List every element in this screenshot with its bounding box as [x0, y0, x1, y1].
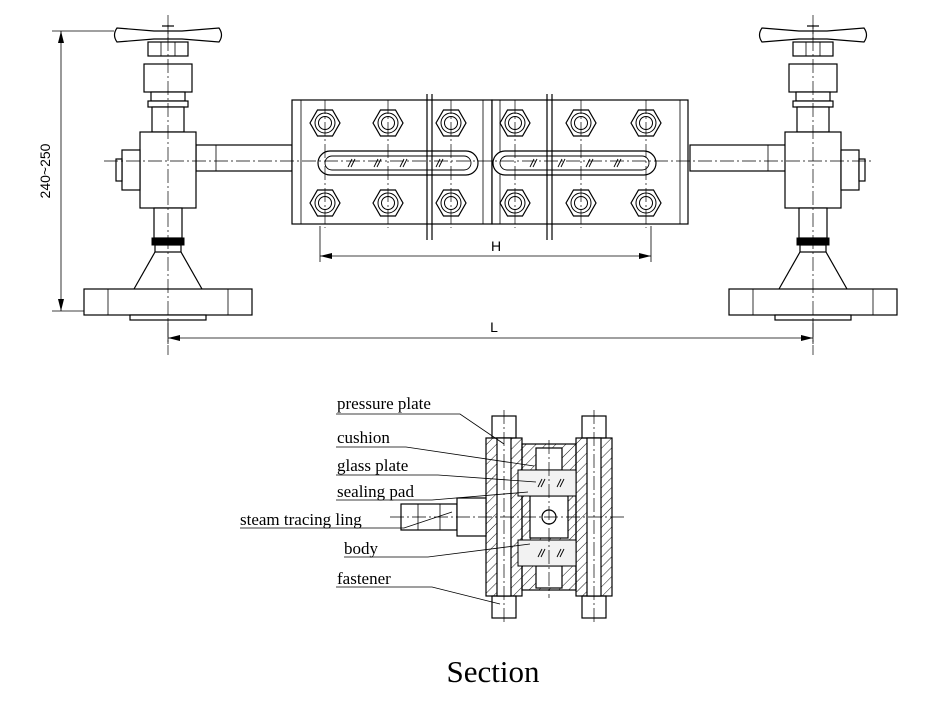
dimension-height: 240~250	[37, 30, 114, 312]
H-label: H	[491, 238, 501, 254]
label-steam-tracing: steam tracing ling	[240, 510, 362, 529]
dimension-L: L	[167, 319, 814, 344]
gauge-assembly	[83, 14, 898, 356]
dimension-H: H	[319, 226, 652, 262]
label-fastener: fastener	[337, 569, 391, 588]
L-label: L	[490, 319, 498, 335]
label-body: body	[344, 539, 379, 558]
glass-marks	[347, 158, 622, 168]
section-labels: pressure plate cushion glass plate seali…	[240, 394, 431, 588]
label-sealing-pad: sealing pad	[337, 482, 414, 501]
pipe-right	[689, 144, 787, 172]
section-view	[390, 410, 624, 624]
label-cushion: cushion	[337, 428, 390, 447]
valve-right	[728, 14, 898, 356]
valve-left	[83, 14, 253, 356]
label-pressure-plate: pressure plate	[337, 394, 431, 413]
section-leaders	[240, 413, 537, 605]
height-range-label: 240~250	[37, 143, 53, 198]
label-glass-plate: glass plate	[337, 456, 408, 475]
section-title: Section	[447, 654, 540, 689]
pipe-left	[195, 144, 293, 172]
